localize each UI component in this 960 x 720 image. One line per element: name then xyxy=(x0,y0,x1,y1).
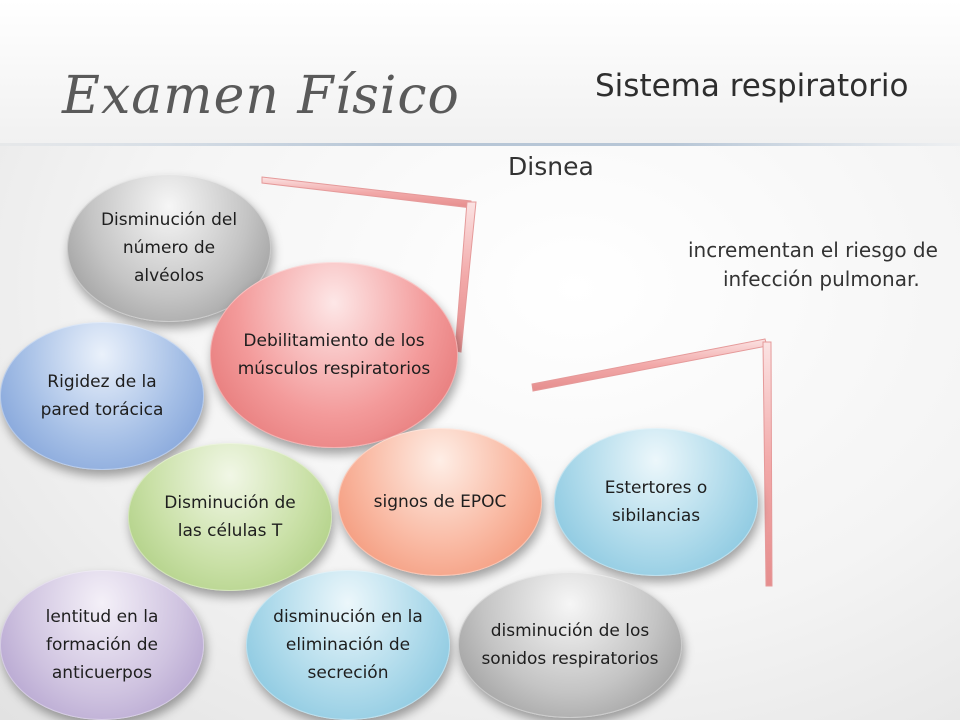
header-band xyxy=(0,0,960,143)
upper-bracket xyxy=(261,176,477,353)
risk-note: incrementan el riesgo de infección pulmo… xyxy=(688,238,938,291)
bubble-epoc: signos de EPOC xyxy=(338,428,542,576)
header-divider xyxy=(0,143,960,146)
bubble-label: Rigidez de la pared torácica xyxy=(40,372,164,420)
bubble-label: lentitud en la formación de anticuerpos xyxy=(45,607,159,683)
bubble-sonidos: disminución de los sonidos respiratorios xyxy=(458,572,682,718)
bubble-rigidez: Rigidez de la pared torácica xyxy=(0,322,204,470)
slide-title: Examen Físico xyxy=(62,66,460,126)
bubble-label: Disminución de las células T xyxy=(164,493,296,541)
bubble-alveolos: Disminución del número de alvéolos xyxy=(67,174,271,322)
slide-subtitle: Sistema respiratorio xyxy=(595,68,909,104)
bubble-secrecion: disminución en la eliminación de secreci… xyxy=(246,570,450,720)
bubble-estertores: Estertores o sibilancias xyxy=(554,428,758,576)
bubble-musculos: Debilitamiento de los músculos respirato… xyxy=(210,262,458,448)
bubble-anticuerpos: lentitud en la formación de anticuerpos xyxy=(0,570,204,720)
bubble-label: disminución en la eliminación de secreci… xyxy=(273,607,423,683)
bubble-celulas-t: Disminución de las células T xyxy=(128,443,332,591)
lower-bracket xyxy=(531,338,773,587)
bubble-label: Estertores o sibilancias xyxy=(604,478,708,526)
bubble-label: Disminución del número de alvéolos xyxy=(100,210,238,286)
bubble-label: disminución de los sonidos respiratorios xyxy=(481,621,659,669)
bubble-label: signos de EPOC xyxy=(373,492,507,512)
topic-label: Disnea xyxy=(508,152,594,181)
bubble-label: Debilitamiento de los músculos respirato… xyxy=(237,331,431,379)
